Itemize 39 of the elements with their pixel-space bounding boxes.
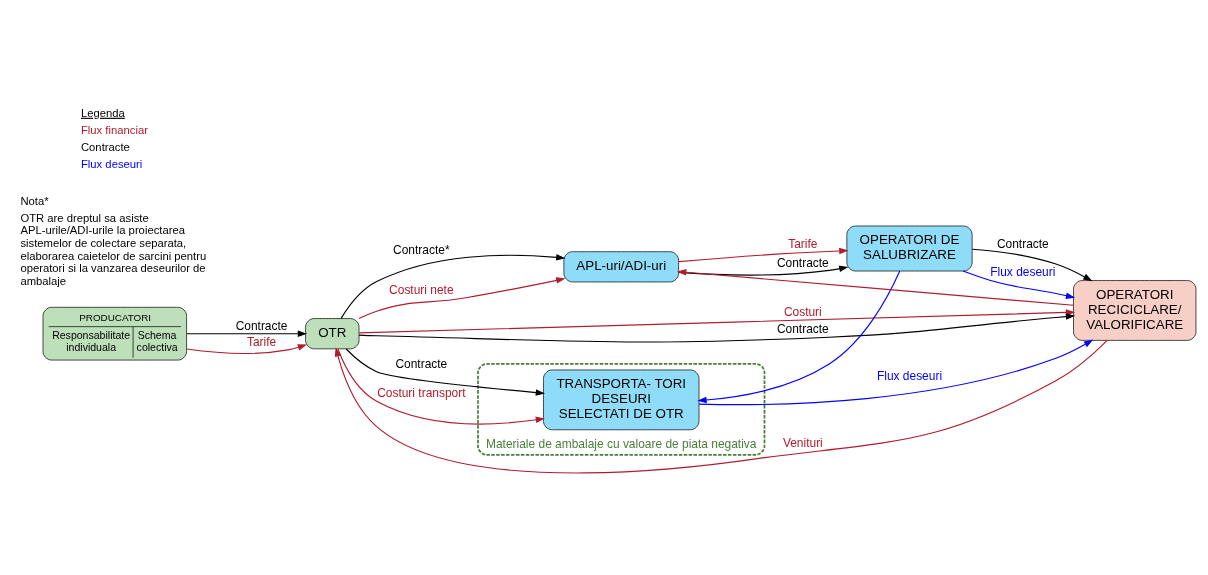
edge-label: Contracte* — [393, 242, 450, 257]
node-box: APL-uri/ADI-uri — [563, 250, 679, 282]
arrow — [358, 308, 1076, 333]
edge-label: Contracte — [996, 236, 1049, 251]
edge-label: Venituri — [782, 435, 823, 450]
edge-label: Costuri nete — [389, 282, 454, 297]
arrow — [697, 270, 901, 403]
arrow — [334, 339, 1108, 473]
arrow — [971, 248, 1093, 281]
node-box: TRANSPORTA- TORI DESEURI SELECTATI DE OTR — [543, 369, 700, 430]
node-box: OPERATORI RECICICLARE/ VALORIFICARE — [1073, 279, 1197, 341]
legend-label: Flux financiar — [81, 123, 148, 136]
label: OTR are dreptul sa asiste APL-urile/ADI-urile la proiectarea sistemelor de colectare separata, elaborarea caietelor de sarcini pentru operatori si la vanzarea deseurilor de ambalaje — [20, 211, 207, 287]
edge-label: Flux deseuri — [876, 368, 943, 383]
arrow — [345, 347, 546, 396]
arrow — [186, 329, 308, 337]
legend-label: Contracte — [81, 140, 130, 153]
arrow — [678, 247, 849, 262]
edge-label: Contracte — [776, 321, 829, 336]
label: Nota* — [20, 194, 49, 207]
edge-label: Contracte — [776, 255, 829, 270]
arrow — [186, 343, 308, 354]
label: Legenda — [81, 106, 125, 119]
arrow — [358, 276, 566, 319]
arrow — [358, 312, 1076, 343]
arrow — [337, 348, 546, 424]
edge-label: Tarife — [246, 334, 277, 349]
edge-label: Costuri — [783, 304, 822, 319]
edge-label: Costuri transport — [377, 385, 466, 400]
legend-label: Flux deseuri — [81, 157, 143, 170]
edge-label: Tarife — [788, 236, 818, 251]
arrow — [698, 339, 1094, 405]
node-box: OTR — [305, 317, 360, 349]
arrow — [962, 270, 1076, 299]
edge-label: Contracte — [395, 356, 448, 371]
edge-label: Contracte — [235, 318, 288, 333]
node-box: OPERATORI DE SALUBRIZARE — [846, 225, 973, 271]
edge-label: Flux deseuri — [990, 264, 1056, 279]
arrow — [340, 253, 566, 319]
